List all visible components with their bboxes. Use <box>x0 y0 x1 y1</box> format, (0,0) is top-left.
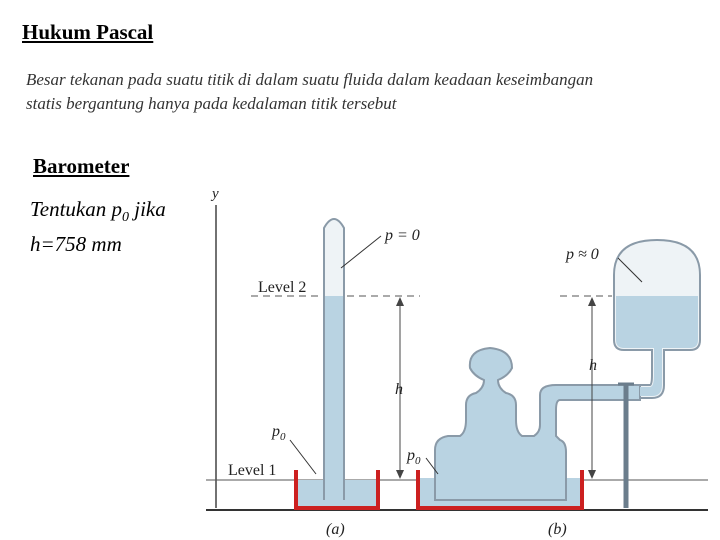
p-zero-label-a: p = 0 <box>384 227 420 244</box>
height-arrow-head-top-a <box>396 297 404 306</box>
height-label-b: h <box>589 357 597 374</box>
height-arrow-head-top-b <box>588 297 596 306</box>
section-title: Barometer <box>33 154 130 178</box>
p0-label-a-sub: 0 <box>280 431 286 443</box>
p-zero-leader-a <box>340 235 382 269</box>
vessel-b <box>434 346 641 501</box>
question-text-before: Tentukan p <box>30 197 122 221</box>
p0-label-b: p0 <box>406 447 421 467</box>
p0-label-b-main: p <box>406 447 415 464</box>
height-label-a: h <box>395 381 403 398</box>
tube-fluid-a <box>325 296 343 502</box>
p-approx-zero-label-b: p ≈ 0 <box>565 246 599 263</box>
question-subscript: 0 <box>121 210 129 226</box>
height-arrow-head-bottom-a <box>396 470 404 479</box>
level2-label: Level 2 <box>258 279 306 296</box>
y-axis-label: y <box>210 186 219 202</box>
p0-label-b-sub: 0 <box>415 455 421 467</box>
reservoir-fluid-b <box>616 296 698 396</box>
level1-label: Level 1 <box>228 462 276 479</box>
question-text-after: jika <box>128 197 166 221</box>
p0-label-a-main: p <box>271 423 280 440</box>
p0-label-a: p0 <box>271 423 286 443</box>
basin-b <box>416 470 584 510</box>
slide-description: Besar tekanan pada suatu titik di dalam … <box>26 70 594 113</box>
caption-b: (b) <box>548 521 567 538</box>
p0-leader-a <box>289 439 317 475</box>
caption-a: (a) <box>326 521 345 538</box>
p0-leader-b <box>425 457 439 475</box>
question-line2: h=758 mm <box>30 232 122 257</box>
slide-title: Hukum Pascal <box>22 20 154 44</box>
p-approx-zero-leader-b <box>617 257 643 283</box>
height-arrow-head-bottom-b <box>588 470 596 479</box>
dish-a <box>294 470 380 510</box>
